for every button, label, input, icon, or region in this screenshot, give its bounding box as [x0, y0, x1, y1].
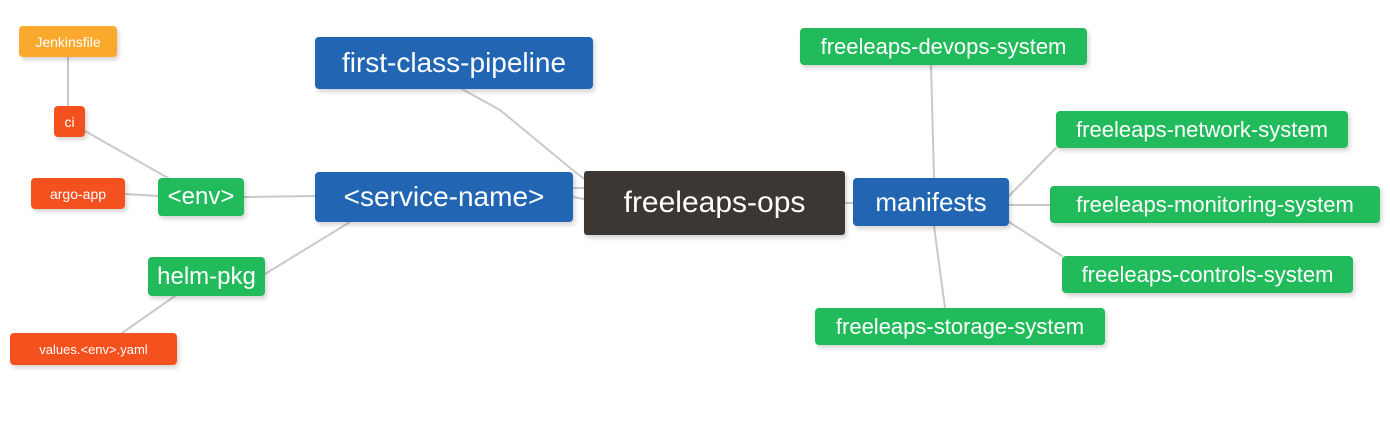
- edge-service-name-to-helm-pkg: [264, 221, 351, 275]
- edge-manifests-to-freeleaps-devops-system: [930, 64, 935, 179]
- edge-env-to-argo-app: [124, 193, 159, 197]
- mindmap-node-service-name[interactable]: <service-name>: [315, 172, 573, 222]
- node-label-service-name: <service-name>: [343, 181, 545, 212]
- node-label-root: freeleaps-ops: [623, 186, 806, 219]
- edge-service-name-to-env: [243, 195, 316, 198]
- mindmap-node-freeleaps-storage-system[interactable]: freeleaps-storage-system: [815, 308, 1105, 345]
- mindmap-node-first-class-pipeline[interactable]: first-class-pipeline: [315, 37, 593, 89]
- mindmap-node-helm-pkg[interactable]: helm-pkg: [148, 257, 265, 296]
- mindmap-node-root[interactable]: freeleaps-ops: [584, 171, 845, 235]
- edge-manifests-to-freeleaps-network-system: [1008, 147, 1057, 197]
- node-label-env: <env>: [167, 183, 235, 210]
- mindmap-node-manifests[interactable]: manifests: [853, 178, 1009, 226]
- mindmap-node-freeleaps-network-system[interactable]: freeleaps-network-system: [1056, 111, 1348, 148]
- edge-env-to-ci: [84, 130, 169, 179]
- node-label-freeleaps-controls-system: freeleaps-controls-system: [1081, 261, 1334, 287]
- mindmap-node-freeleaps-monitoring-system[interactable]: freeleaps-monitoring-system: [1050, 186, 1380, 223]
- edge-root-to-service-name: [572, 196, 585, 200]
- edge-helm-pkg-to-values-env-yaml: [121, 295, 176, 334]
- node-label-argo-app: argo-app: [49, 185, 107, 202]
- node-label-freeleaps-network-system: freeleaps-network-system: [1076, 116, 1328, 142]
- mindmap-node-env[interactable]: <env>: [158, 178, 244, 216]
- mindmap-node-freeleaps-devops-system[interactable]: freeleaps-devops-system: [800, 28, 1087, 65]
- node-label-ci: ci: [64, 113, 75, 130]
- node-label-values-env-yaml: values.<env>.yaml: [39, 341, 148, 357]
- node-label-jenkinsfile: Jenkinsfile: [35, 33, 101, 50]
- node-label-freeleaps-monitoring-system: freeleaps-monitoring-system: [1076, 191, 1354, 217]
- mindmap-node-argo-app[interactable]: argo-app: [31, 178, 125, 209]
- node-label-helm-pkg: helm-pkg: [157, 262, 256, 290]
- node-label-freeleaps-devops-system: freeleaps-devops-system: [820, 33, 1067, 59]
- edge-manifests-to-freeleaps-controls-system: [1008, 221, 1063, 257]
- edge-manifests-to-freeleaps-storage-system: [933, 225, 946, 309]
- node-label-first-class-pipeline: first-class-pipeline: [341, 47, 567, 78]
- mindmap-node-ci[interactable]: ci: [54, 106, 85, 137]
- mindmap-node-values-env-yaml[interactable]: values.<env>.yaml: [10, 333, 177, 365]
- node-label-freeleaps-storage-system: freeleaps-storage-system: [835, 313, 1085, 339]
- mindmap-node-freeleaps-controls-system[interactable]: freeleaps-controls-system: [1062, 256, 1353, 293]
- mindmap-node-jenkinsfile[interactable]: Jenkinsfile: [19, 26, 117, 57]
- node-label-manifests: manifests: [875, 187, 987, 217]
